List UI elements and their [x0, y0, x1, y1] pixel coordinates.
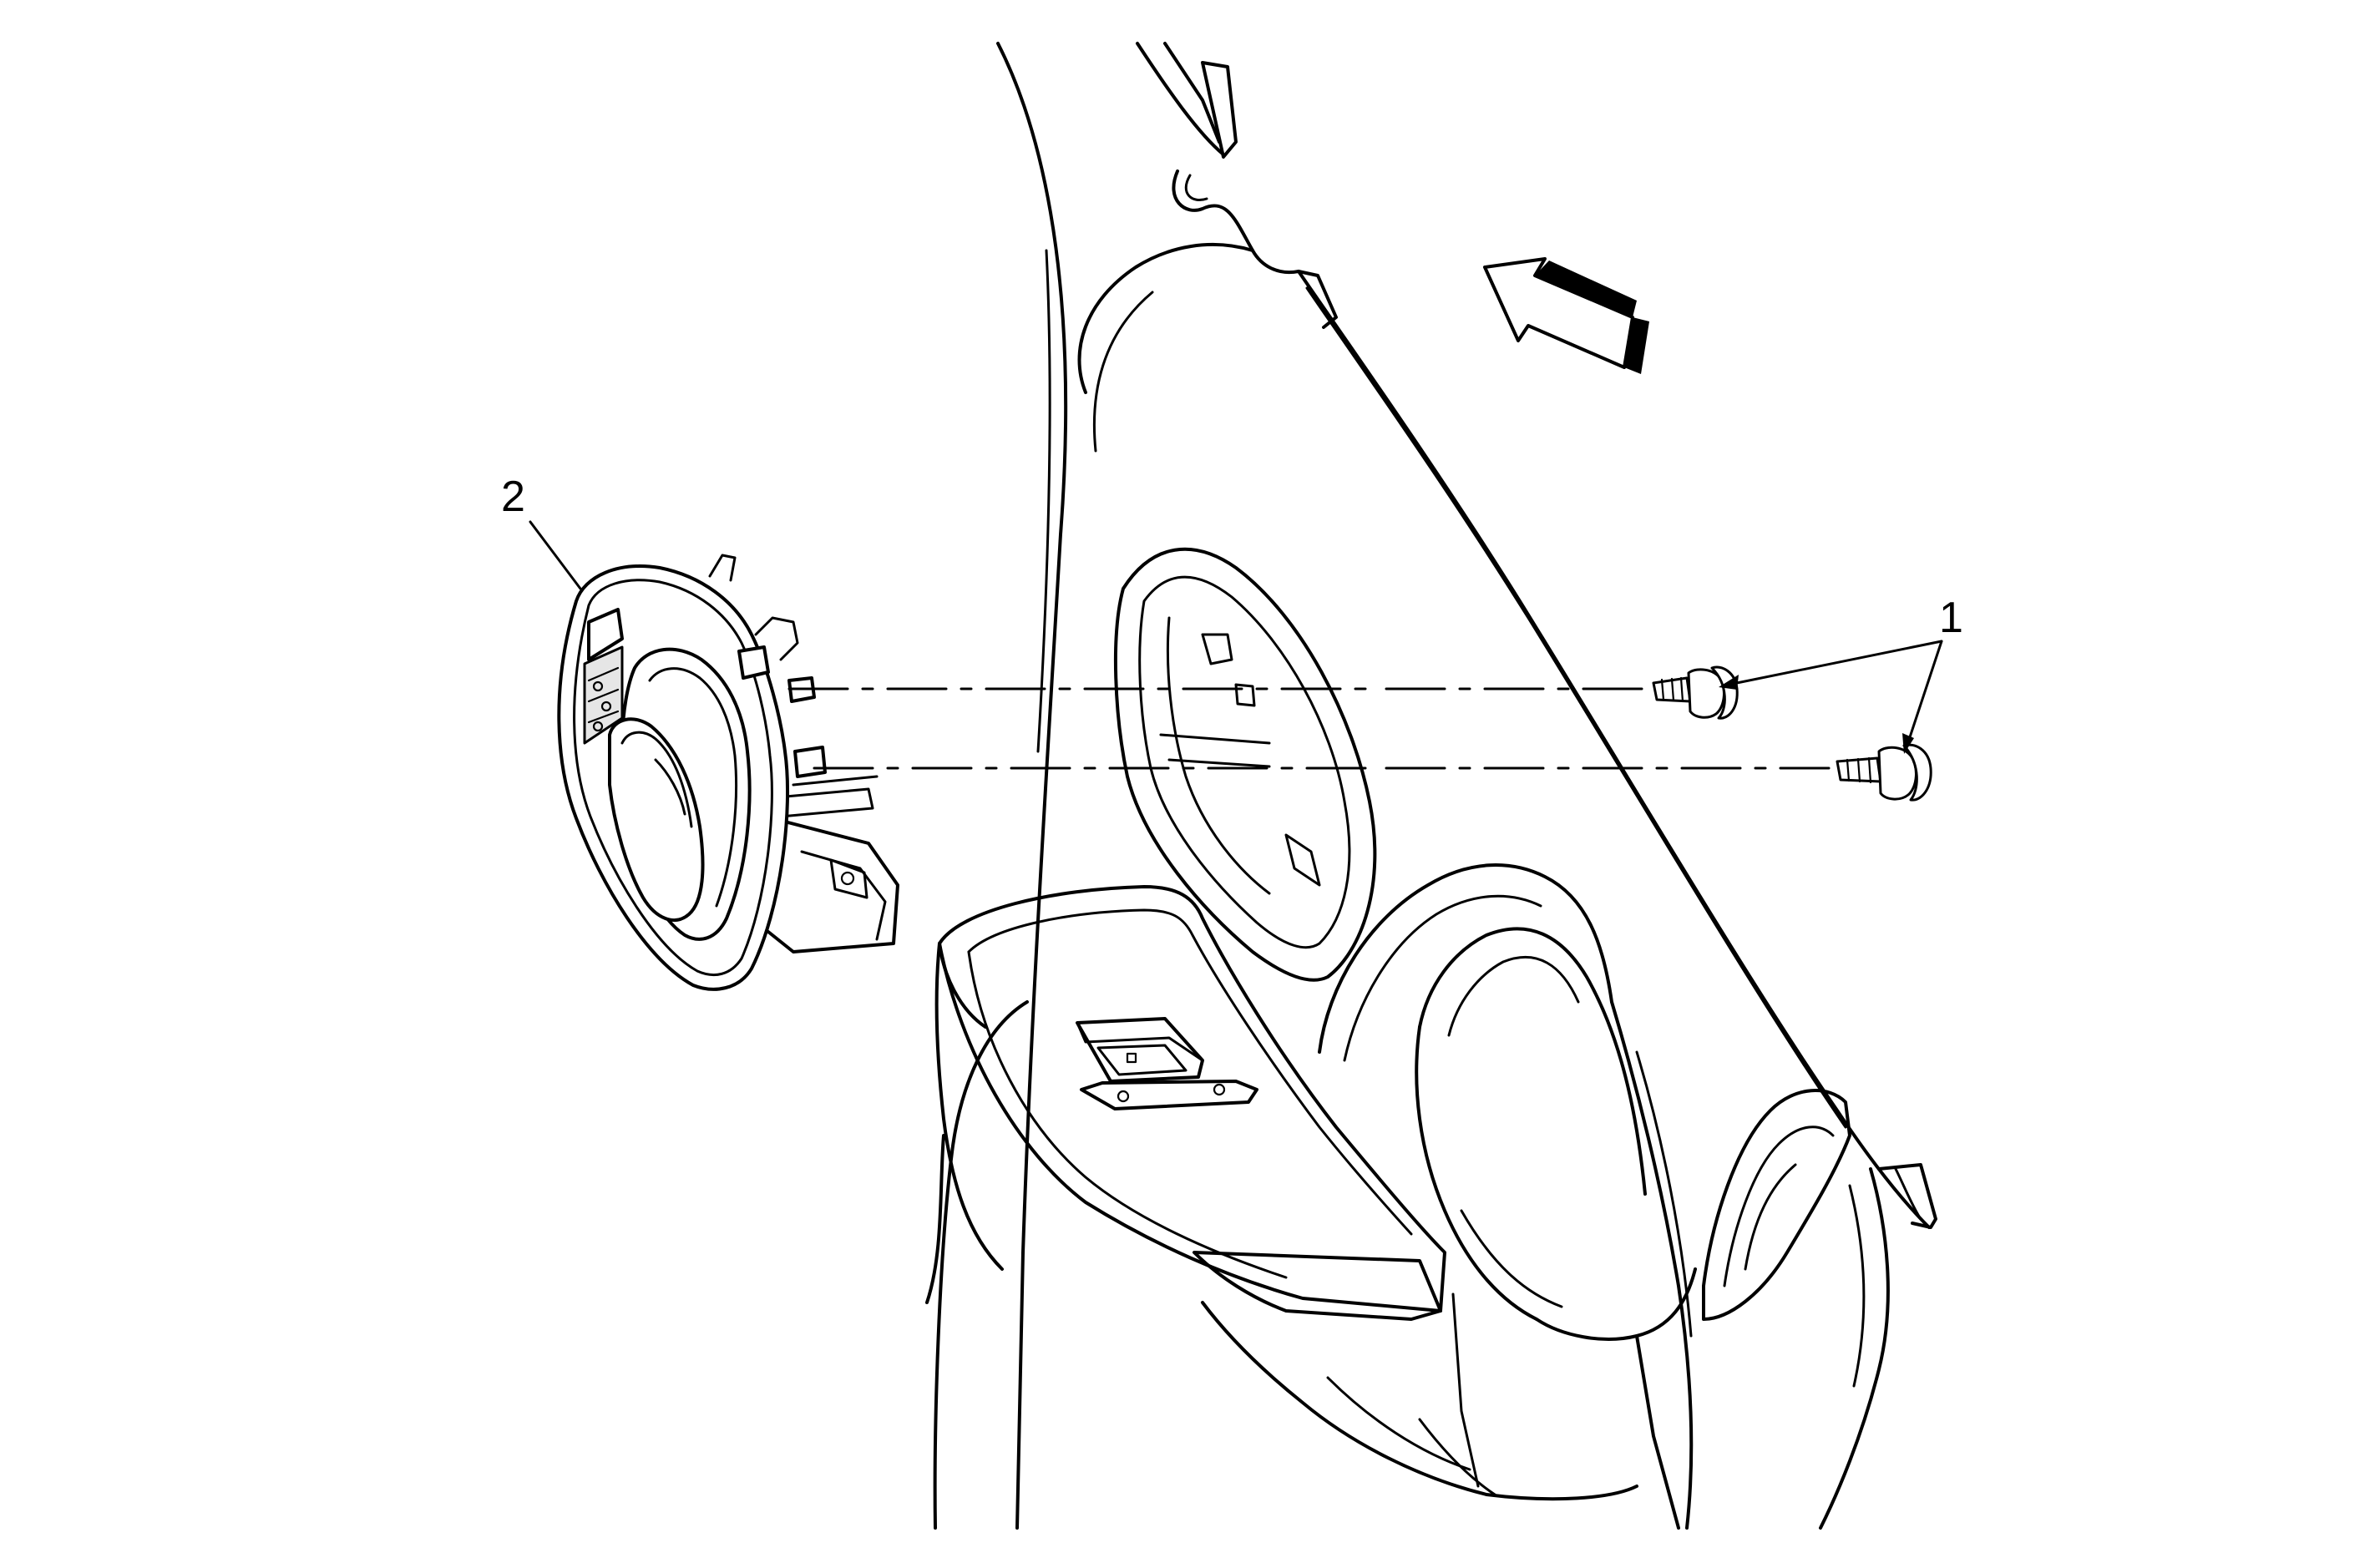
screw-icon [1652, 665, 1739, 720]
door-lower-pocket [1318, 863, 1851, 1530]
pull-cup [1702, 1089, 1851, 1321]
callout-label-1: 1 [1939, 594, 1963, 642]
callout-label-2: 2 [501, 473, 525, 521]
view-direction-arrow-icon [1483, 257, 1649, 374]
callout-leaders [529, 520, 1943, 754]
screw-icon [1836, 743, 1932, 802]
window-switch [1076, 1017, 1258, 1110]
handle-pocket [1113, 547, 1377, 982]
armrest [925, 885, 1638, 1530]
alignment-centerlines [787, 687, 1831, 770]
door-trim-panel [996, 42, 1937, 1530]
door-handle-bezel-icon [557, 554, 899, 991]
